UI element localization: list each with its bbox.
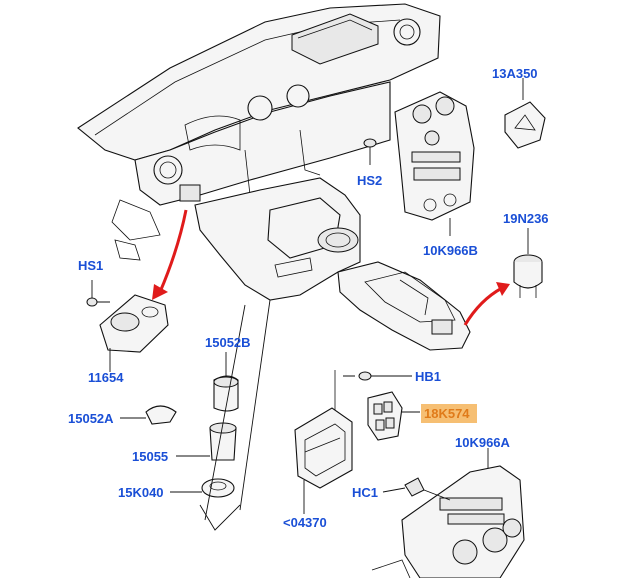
red-arrow-right xyxy=(463,286,503,326)
bezel-10k966b xyxy=(394,91,475,236)
label-15052b: 15052B xyxy=(205,335,251,350)
label-10k966b: 10K966B xyxy=(423,243,478,258)
red-arrowhead-left xyxy=(152,284,168,300)
switch-pack-18k574 xyxy=(367,391,420,441)
center-console xyxy=(194,177,471,351)
lighter-assembly xyxy=(120,352,241,531)
bezel-10k966a xyxy=(371,448,525,578)
headlamp-switch xyxy=(99,294,169,372)
power-socket-19n236 xyxy=(513,228,543,298)
label-hb1: HB1 xyxy=(415,369,441,384)
red-arrowhead-right xyxy=(496,282,510,296)
leader-line xyxy=(204,304,246,521)
label-hs2: HS2 xyxy=(357,173,382,188)
label-15k040: 15K040 xyxy=(118,485,164,500)
label-13a350: 13A350 xyxy=(492,66,538,81)
label-18k574: 18K574 xyxy=(424,406,470,421)
label-10k966a: 10K966A xyxy=(455,435,511,450)
dashboard-panel xyxy=(77,3,441,261)
label-15052a: 15052A xyxy=(68,411,114,426)
red-arrow-left xyxy=(158,209,188,293)
screw-hs2 xyxy=(363,138,377,165)
label-19n236: 19N236 xyxy=(503,211,549,226)
hazard-switch xyxy=(504,78,546,149)
label-15055: 15055 xyxy=(132,449,168,464)
label-hs1: HS1 xyxy=(78,258,103,273)
storage-bracket-04370 xyxy=(294,370,412,514)
clip-hc1 xyxy=(382,477,451,501)
leader-line xyxy=(239,299,271,511)
label-hc1: HC1 xyxy=(352,485,378,500)
label-04370: <04370 xyxy=(283,515,327,530)
label-11654: 11654 xyxy=(88,370,124,385)
label-highlight xyxy=(421,404,477,423)
screw-hs1 xyxy=(86,280,110,307)
